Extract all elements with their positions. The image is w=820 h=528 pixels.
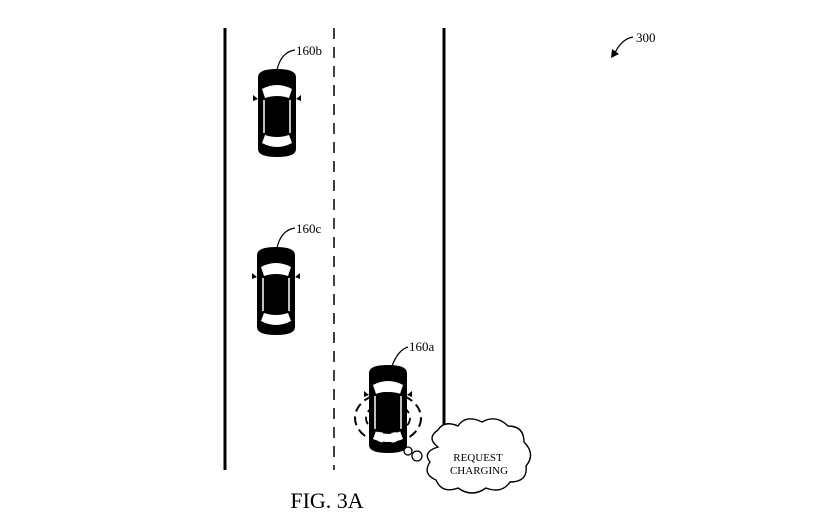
ref-300-leader (613, 36, 634, 56)
thought-cloud (426, 418, 532, 494)
label-160c: 160c (296, 221, 322, 236)
vehicle-160a: 160a (354, 339, 435, 454)
bubble-text-line2: CHARGING (450, 465, 508, 477)
bubble-dot-medium (411, 450, 423, 462)
request-charging-bubble: REQUEST CHARGING (403, 418, 532, 494)
label-160b: 160b (296, 43, 322, 58)
ref-number-300: 300 (636, 30, 656, 45)
charging-ring-outer (354, 392, 422, 444)
bubble-dot-small (403, 446, 413, 456)
ref-300-arrowhead (611, 49, 619, 58)
label-leader-160a (391, 346, 409, 367)
vehicle-160b: 160b (252, 43, 322, 158)
car-icon (252, 68, 302, 158)
vehicle-160c: 160c (251, 221, 322, 336)
label-leader-160c (276, 227, 296, 249)
car-icon (251, 246, 301, 336)
label-leader-160b (276, 49, 296, 71)
charging-ring-inner (365, 402, 411, 434)
bubble-text-line1: REQUEST (453, 452, 503, 464)
figure-caption: FIG. 3A (290, 488, 363, 513)
label-160a: 160a (409, 339, 435, 354)
